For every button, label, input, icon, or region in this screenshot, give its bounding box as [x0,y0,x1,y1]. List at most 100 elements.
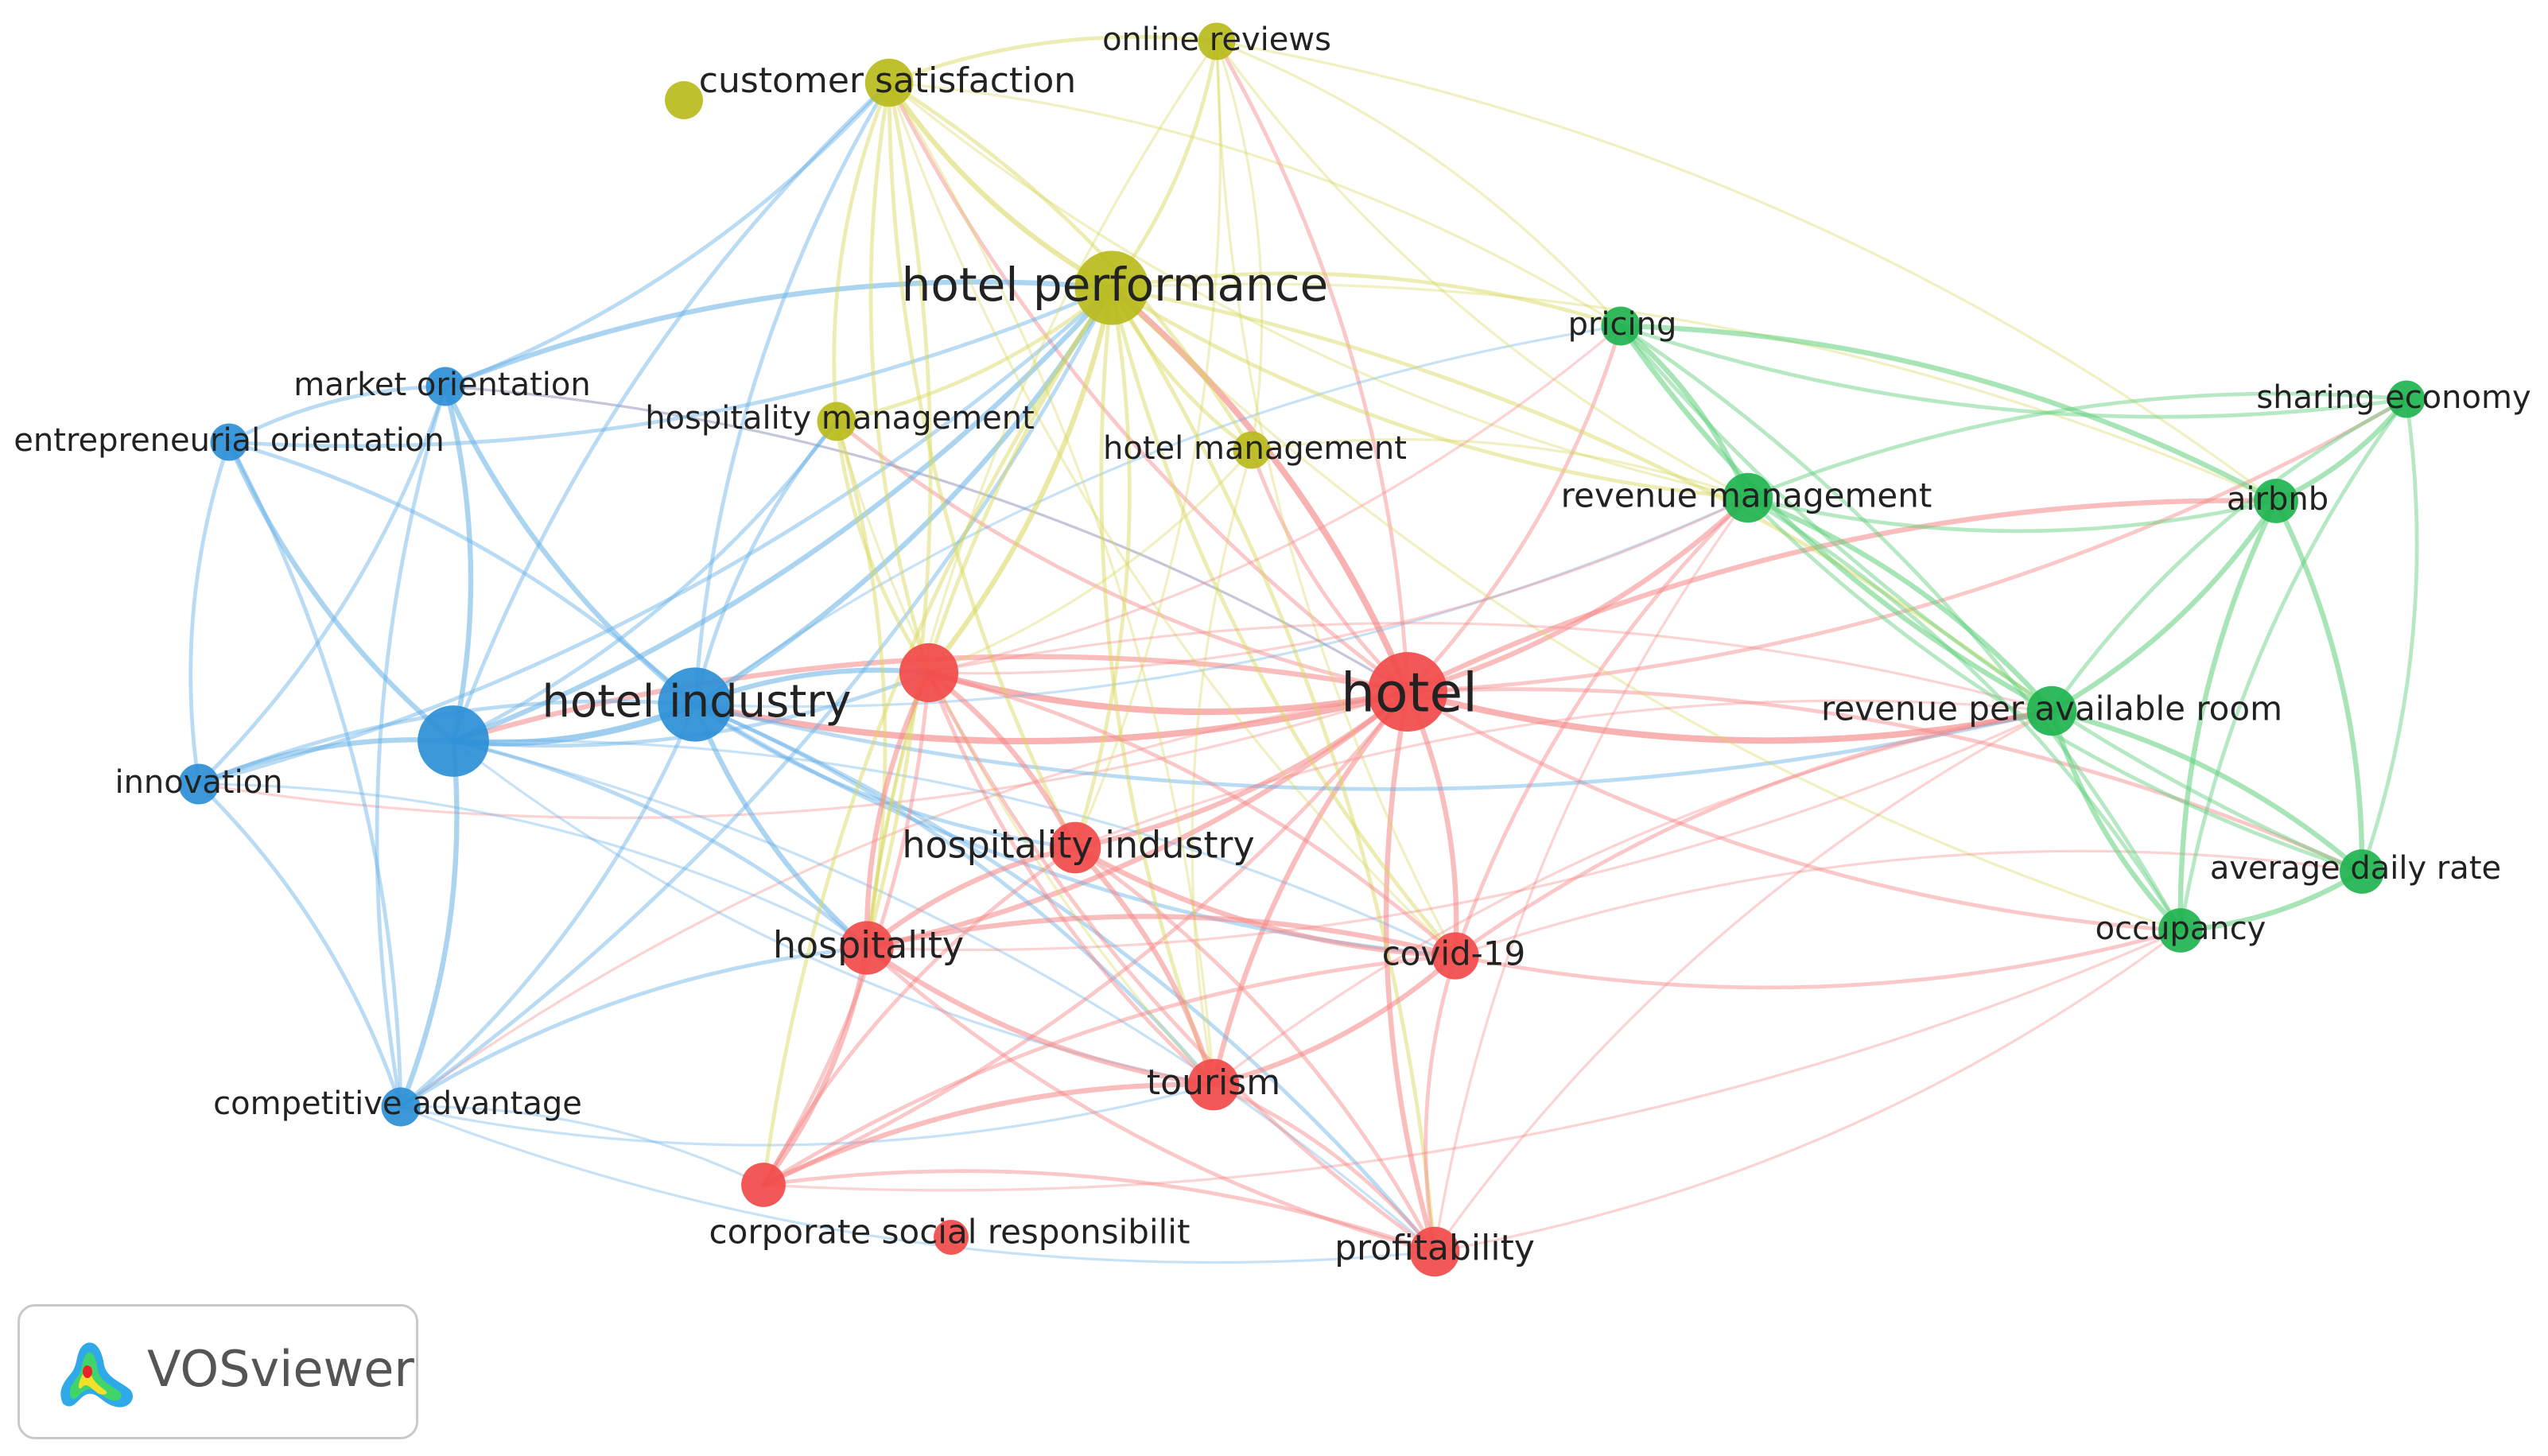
edge-market_orientation-competitive_advantage [375,384,448,1109]
edge-hotel_performance-occupancy [1110,286,2182,932]
node-occupancy[interactable] [2158,908,2203,953]
edge-red_unlabeled-revenue_management [927,496,1750,675]
edge-red_unlabeled-revpar [927,622,2053,712]
edge-customer_satisfaction-hospitality_industry [887,80,1078,850]
node-entrepreneurial_orientation[interactable] [210,423,248,461]
edge-hospitality_industry-revpar [1074,699,2053,849]
edge-customer_satisfaction-pricing [888,81,1622,328]
node-blue_unlabeled[interactable] [418,705,489,777]
edge-sharing_economy-occupancy [2178,397,2409,933]
edge-hospitality_management-red_unlabeled [834,419,931,675]
node-customer_satisfaction[interactable] [864,58,914,107]
node-average_daily_rate[interactable] [2340,849,2384,894]
edge-red_unlabeled-profitability [926,670,1437,1254]
label-average_daily_rate: average daily rate [2210,850,2501,887]
edge-hotel-tourism [1210,689,1411,1088]
label-entrepreneurial_orientation: entrepreneurial orientation [14,422,444,459]
edge-pricing-airbnb [1618,323,2279,504]
edge-customer_satisfaction-revenue_management [888,81,1750,499]
node-covid_19[interactable] [1431,932,1479,980]
label-hospitality_industry: hospitality industry [902,824,1254,867]
label-market_orientation: market orientation [293,367,590,403]
edge-revpar-average_daily_rate [2049,708,2365,875]
node-hotel_industry[interactable] [658,667,732,742]
edge-market_orientation-entrepreneurial_orientation [227,384,448,445]
node-revpar[interactable] [2026,685,2077,736]
edge-red_unlabeled-tourism [926,670,1216,1087]
edge-revenue_management-occupancy [1746,495,2183,933]
edge-hotel_performance-airbnb [1110,282,2278,503]
node-online_reviews[interactable] [1198,22,1236,60]
node-corporate_social_responsibility[interactable] [741,1163,786,1207]
node-hotel_management[interactable] [1233,431,1271,469]
edge-sharing_economy-average_daily_rate [2360,397,2419,874]
edge-hotel_industry-hotel_performance [692,285,1115,708]
edge-tourism-profitability [1211,1082,1437,1254]
edge-hotel-occupancy [1405,689,2183,933]
edge-tourism-revpar [1212,709,2053,1086]
node-hospitality_management[interactable] [817,402,856,441]
node-innovation[interactable] [178,763,219,805]
edge-revenue_management-revpar [1745,495,2055,714]
edge-hotel_management-tourism [1190,448,1253,1086]
edge-covid_19-corporate_social_responsibility [761,953,1458,1187]
edge-hotel-innovation [197,690,1409,819]
edge-online_reviews-pricing [1215,40,1622,328]
node-hospitality[interactable] [840,921,894,975]
edge-hotel_performance-revpar [1109,285,2054,713]
node-csr_secondary[interactable] [934,1220,969,1255]
edge-hotel_performance-red_unlabeled [926,285,1115,676]
edge-online_reviews-hospitality [865,40,1218,949]
edge-hotel_performance-corporate_social_responsibility [761,285,1114,1187]
edge-hotel_performance-covid_19 [1109,285,1458,958]
node-hospitality_industry[interactable] [1049,821,1101,874]
edge-hospitality-hospitality_industry [864,844,1078,951]
edge-innovation-hospitality [197,782,868,949]
edge-hospitality_industry-tourism [1072,844,1217,1088]
edge-customer_satisfaction-hotel_management [887,80,1254,452]
label-profitability: profitability [1334,1228,1535,1268]
label-hotel: hotel [1341,662,1478,725]
edge-hospitality_industry-covid_19 [1072,844,1458,959]
edge-hotel_industry-competitive_advantage [398,702,697,1109]
edge-entrepreneurial_orientation-hotel_performance [227,285,1114,448]
node-customer_satisfaction_left[interactable] [665,81,703,119]
node-tourism[interactable] [1187,1058,1240,1111]
node-market_orientation[interactable] [425,367,465,406]
node-pricing[interactable] [1601,306,1641,346]
label-hotel_industry: hotel industry [542,676,852,728]
edge-hospitality_management-hospitality [834,419,888,950]
node-sharing_economy[interactable] [2387,380,2426,418]
node-hotel_performance[interactable] [1074,250,1149,325]
edge-profitability-corporate_social_responsibility [761,1169,1437,1254]
edge-revpar-sharing_economy [2049,397,2409,713]
edge-layer [188,35,2419,1264]
edge-pricing-occupancy [1618,324,2183,933]
edge-market_orientation-customer_satisfaction [443,80,891,389]
edge-hospitality_management-tourism [835,420,1215,1086]
edge-innovation-competitive_advantage [196,782,403,1109]
node-competitive_advantage[interactable] [381,1087,421,1127]
edge-red_unlabeled-pricing [927,324,1622,674]
edge-hospitality-covid_19 [864,914,1458,959]
edge-customer_satisfaction-red_unlabeled [868,80,931,675]
edge-hotel-hotel_performance [1109,285,1411,695]
edge-market_orientation-hotel_performance [442,279,1115,390]
edge-corporate_social_responsibility-occupancy [762,929,2182,1192]
edge-hotel-pricing [1405,324,1623,694]
edge-hotel-average_daily_rate [1405,687,2364,874]
edge-online_reviews-airbnb [1215,40,2278,503]
edge-hotel-online_reviews [1214,39,1410,694]
node-revenue_management[interactable] [1723,472,1773,523]
node-hotel[interactable] [1368,652,1447,732]
edge-hotel_performance-pricing [1109,271,1623,328]
node-red_unlabeled[interactable] [899,643,959,703]
edge-revpar-airbnb [2049,498,2279,714]
node-airbnb[interactable] [2254,479,2298,523]
node-profitability[interactable] [1409,1226,1460,1277]
edge-average_daily_rate-occupancy [2177,868,2365,934]
edge-customer_satisfaction-hospitality_management [832,80,891,424]
edge-entrepreneurial_orientation-innovation [188,440,231,786]
